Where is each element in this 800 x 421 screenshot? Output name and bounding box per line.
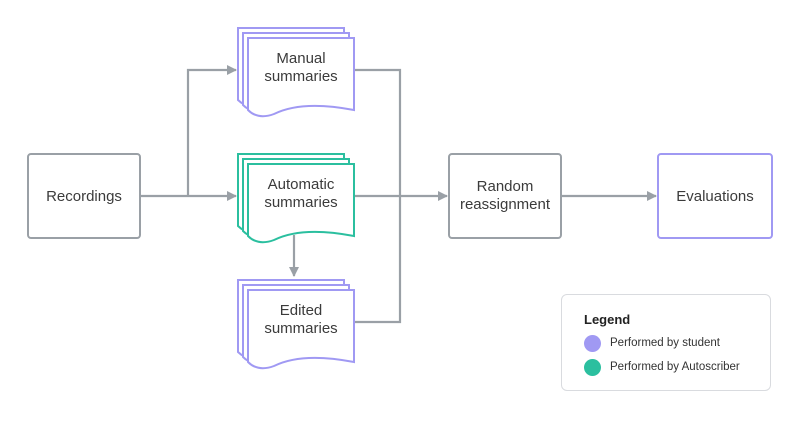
recordings-box [27,153,141,239]
legend-panel: Legend Performed by student Performed by… [561,294,771,391]
automatic-summaries-label-line2: summaries [264,194,337,211]
legend-item-label: Performed by Autoscriber [610,361,740,373]
edited-summaries-label-line2: summaries [264,320,337,337]
autoscriber-color-dot-icon [584,358,601,376]
automatic-summaries-doc-stack [237,153,355,244]
random-reassignment-label-line1: Random [477,178,534,195]
legend-item-autoscriber: Performed by Autoscriber [584,358,740,376]
arrow-manual-to-random [355,68,402,196]
manual-summaries-label-line2: summaries [264,68,337,85]
random-reassignment-box [448,153,562,239]
edited-summaries-label-line1: Edited [280,302,323,319]
evaluations-box [657,153,773,239]
edited-summaries-doc-stack [237,279,355,370]
arrow-recordings-to-manual [186,65,237,196]
random-reassignment-label-line2: reassignment [460,196,551,213]
legend-item-label: Performed by student [610,337,720,349]
manual-summaries-doc-stack [237,27,355,118]
legend-title: Legend [584,312,631,327]
automatic-summaries-label-line1: Automatic [268,176,335,193]
evaluations-label: Evaluations [676,188,754,205]
recordings-label: Recordings [46,188,122,205]
student-color-dot-icon [584,334,601,352]
manual-summaries-label-line1: Manual [276,50,325,67]
legend-item-student: Performed by student [584,334,720,352]
arrow-edited-to-random [355,196,402,324]
